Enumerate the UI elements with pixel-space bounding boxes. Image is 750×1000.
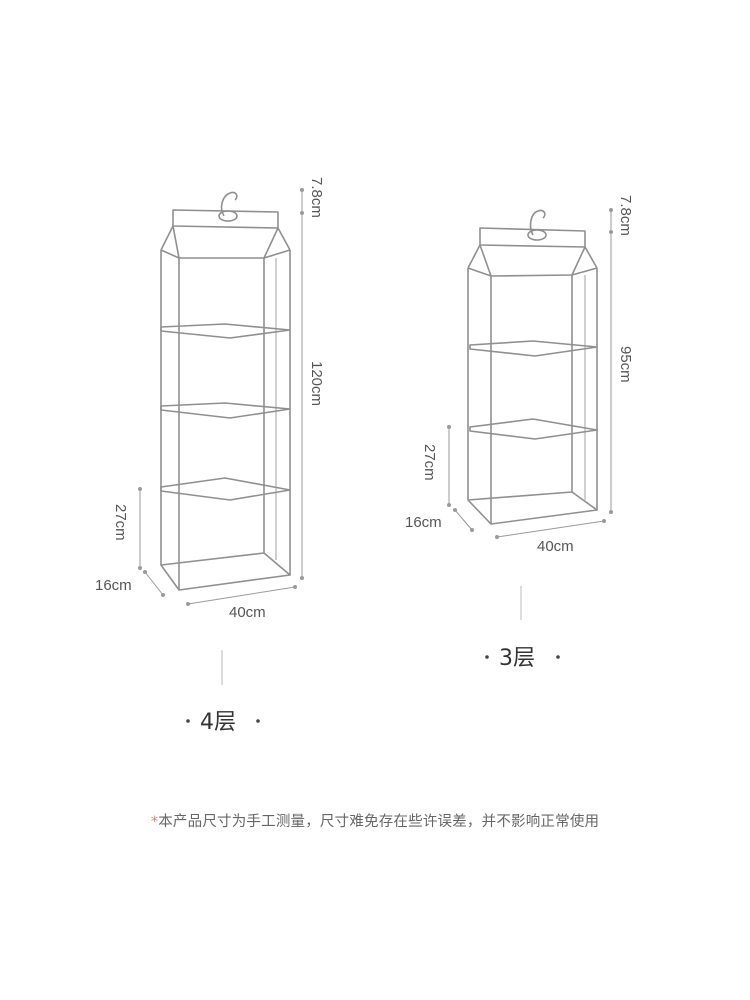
shelf-gap-dimension-label: 27cm (421, 444, 438, 481)
width-dimension (186, 585, 297, 606)
shelf-1 (160, 323, 291, 339)
shelf-3 (160, 477, 291, 501)
height-dimension (609, 208, 613, 514)
bottom-base (467, 491, 598, 525)
four-tier-organizer: 7.8cm 120cm 27cm 16cm 40cm 4层 (95, 177, 325, 735)
header-board (172, 209, 279, 229)
shelf-gap-dimension (138, 487, 142, 570)
hanger-dimension-label: 7.8cm (617, 195, 634, 236)
frame-verticals (160, 250, 291, 590)
height-dimension (300, 188, 304, 580)
top-rim (160, 249, 291, 259)
shelf-2 (469, 418, 598, 440)
roof (467, 244, 598, 277)
shelf-gap-dimension (447, 425, 451, 507)
height-dimension-label: 95cm (617, 346, 634, 383)
hanger-dimension-label: 7.8cm (308, 177, 325, 218)
tier-label-three: 3层 (499, 646, 535, 671)
width-dimension-label: 40cm (229, 604, 266, 621)
width-dimension (495, 519, 606, 539)
tier-label-four: 4层 (200, 710, 236, 735)
hanger-ring (218, 210, 238, 222)
shelf-gap-dimension-label: 27cm (112, 504, 129, 541)
label-dot-right (256, 719, 260, 723)
width-dimension-label: 40cm (537, 538, 574, 555)
hanger-hook (529, 209, 546, 236)
hanger-ring (527, 229, 547, 241)
frame-verticals (467, 268, 598, 524)
label-dot-left (485, 655, 489, 659)
bottom-base (160, 552, 291, 591)
shelf-1 (469, 340, 598, 357)
depth-dimension-label: 16cm (405, 514, 442, 531)
height-dimension-label: 120cm (308, 361, 325, 406)
measurement-disclaimer: *本产品尺寸为手工测量，尺寸难免存在些许误差，并不影响正常使用 (0, 810, 750, 831)
depth-dimension (453, 508, 474, 532)
depth-dimension-label: 16cm (95, 577, 132, 594)
hanger-hook (220, 191, 238, 217)
top-rim (467, 267, 598, 277)
depth-dimension (143, 570, 165, 597)
shelf-2 (160, 402, 291, 419)
label-dot-right (556, 655, 560, 659)
three-tier-organizer: 7.8cm 95cm 27cm 16cm 40cm 3层 (405, 195, 634, 671)
asterisk-mark: * (150, 814, 159, 830)
roof (160, 225, 291, 259)
label-dot-left (186, 719, 190, 723)
disclaimer-text: 本产品尺寸为手工测量，尺寸难免存在些许误差，并不影响正常使用 (158, 814, 600, 830)
